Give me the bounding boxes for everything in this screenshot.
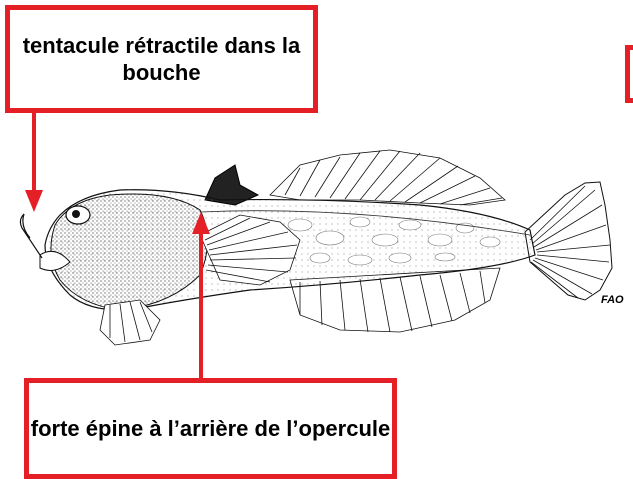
credit-fao: FAO [601,294,624,306]
mouth-tentacle [20,214,42,258]
fish-eye [66,206,90,224]
label-tentacle-text: tentacule rétractile dans la bouche [10,32,313,87]
label-spine-text: forte épine à l’arrière de l’opercule [31,415,390,443]
label-tentacle: tentacule rétractile dans la bouche [5,5,318,113]
label-spine: forte épine à l’arrière de l’opercule [24,378,397,479]
pelvic-fin [100,300,160,345]
dorsal-fin [270,150,505,205]
tail-fin [525,182,612,300]
arrow-tentacle [25,113,43,212]
label-partial-offscreen [625,45,633,103]
